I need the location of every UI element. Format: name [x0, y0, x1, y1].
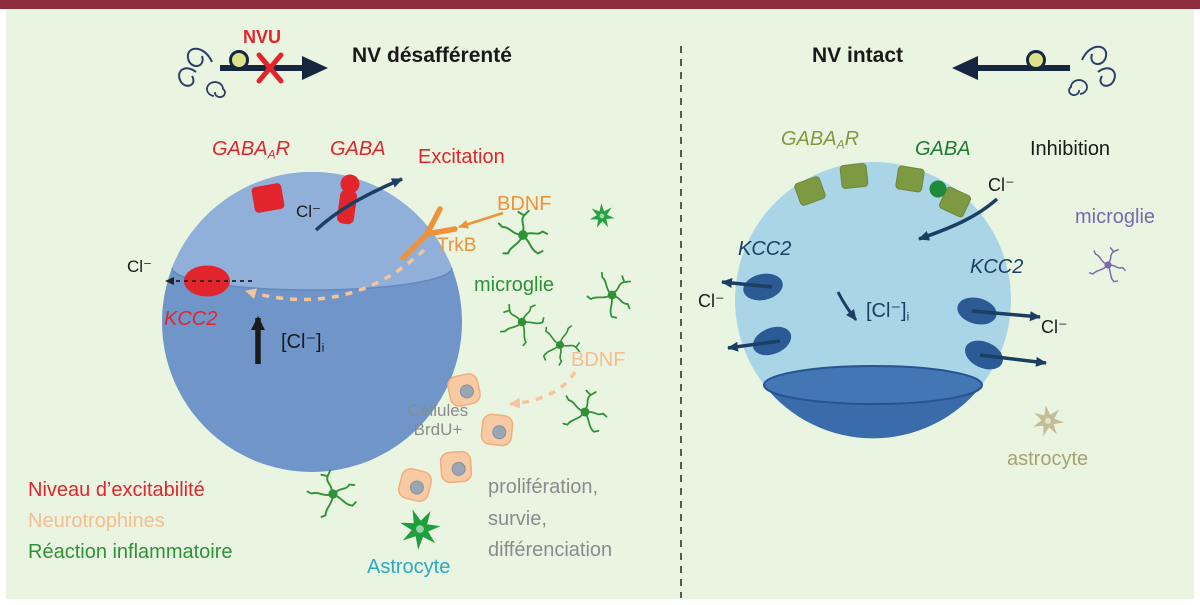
- chloride-label-receptor-right: Cl⁻: [988, 175, 1015, 195]
- trkb-label: TrkB: [437, 235, 477, 256]
- chloride-export-arrows: [721, 278, 1047, 367]
- brdu-label-line1: Cellules: [407, 401, 469, 420]
- chloride-label-right-export: Cl⁻: [1041, 317, 1068, 337]
- brdu-cell: [439, 450, 473, 484]
- right-panel-title: NV intact: [812, 44, 904, 67]
- kcc2-transporter-downregulated: [184, 265, 230, 297]
- chloride-label-out-left: Cl⁻: [127, 257, 153, 276]
- vestibular-nerve-icon-cut: [178, 47, 328, 98]
- left-panel-title: NV désafférenté: [352, 44, 512, 67]
- nerve-arrowhead-icon: [952, 56, 978, 80]
- chloride-influx-arrow: [918, 197, 999, 241]
- nerve-squiggle: [1081, 45, 1116, 87]
- vestibular-nerve-icon-intact: [952, 45, 1116, 96]
- kcc2-label-right-panel-left: KCC2: [738, 238, 792, 260]
- bdnf-label-bottom: BDNF: [571, 349, 626, 371]
- activated-microglia-cell: [588, 201, 617, 231]
- chloride-sub-i: i: [906, 309, 910, 324]
- neuron-deafferented: [162, 171, 462, 472]
- brdu-cell: [479, 412, 515, 448]
- astrocyte-label-left: Astrocyte: [367, 556, 451, 578]
- chloride-label-receptor-left: Cl⁻: [296, 202, 322, 221]
- gabaa-label-main: GABA: [212, 138, 268, 160]
- differentiation-label: différenciation: [488, 539, 613, 561]
- chloride-export-arrow: [727, 339, 781, 352]
- gaba-label-left: GABA: [330, 138, 386, 160]
- gabaa-label-sub: A: [267, 147, 276, 162]
- nvu-label: NVU: [243, 27, 282, 47]
- gabaa-receptor-label-left: GABAAR: [212, 138, 290, 162]
- gabaa-receptor-red: [251, 183, 285, 213]
- microglia-cell: [302, 463, 362, 520]
- intracellular-chloride-label-left: [Cl⁻]i: [281, 331, 324, 355]
- cochlea-spiral-icon: [1068, 79, 1088, 96]
- microglia-cell: [491, 291, 549, 350]
- chloride-bracket: [Cl⁻]: [281, 331, 322, 353]
- bdnf-label-top: BDNF: [497, 193, 552, 215]
- intracellular-chloride-label-right: [Cl⁻]i: [866, 300, 909, 324]
- microglia-cell: [1085, 241, 1132, 285]
- gabaa-label-suffix: R: [275, 138, 291, 160]
- gabaa-receptor-green-group: [794, 163, 971, 218]
- survival-label: survie,: [488, 508, 547, 530]
- inhibition-label: Inhibition: [1030, 138, 1111, 160]
- chloride-export-arrow: [721, 278, 773, 289]
- nerve-squiggle: [178, 47, 213, 87]
- legend-excitability: Niveau d’excitabilité: [28, 479, 205, 501]
- gabaa-receptor-green: [895, 165, 925, 193]
- nerve-arrowhead-icon: [302, 56, 328, 80]
- kcc2-label-left-panel: KCC2: [164, 308, 218, 330]
- legend-neurotrophins: Neurotrophines: [28, 510, 165, 532]
- decreased-chloride-arrow: [836, 291, 858, 321]
- gaba-label-right: GABA: [915, 138, 971, 160]
- gabaa-receptor-label-right: GABAAR: [781, 128, 859, 152]
- chloride-sub-i: i: [321, 340, 325, 355]
- gabaa-receptor-green: [794, 176, 826, 206]
- brdu-label-line2: BrdU+: [413, 419, 463, 439]
- microglia-cell: [497, 209, 549, 255]
- microglia-cell: [583, 263, 644, 323]
- bdnf-to-brdu-arrow: [509, 371, 577, 409]
- microglia-cell: [558, 384, 613, 435]
- gabaa-label-main: GABA: [781, 128, 837, 150]
- gaba-molecule: [929, 180, 947, 198]
- nerve-cut-x-icon: [256, 52, 284, 84]
- legend-inflammation: Réaction inflammatoire: [28, 541, 233, 563]
- excitation-label: Excitation: [418, 146, 505, 168]
- chloride-efflux-excitation-arrow: [314, 177, 403, 232]
- chloride-export-arrow: [979, 353, 1047, 367]
- microglie-label-left: microglie: [474, 274, 555, 296]
- astrocyte-cell: [1032, 404, 1066, 438]
- top-accent-bar: [0, 0, 1200, 9]
- nerve-soma-icon: [1026, 50, 1046, 70]
- gabaa-receptor-green: [939, 186, 971, 218]
- gaba-molecule: [340, 174, 360, 194]
- nerve-soma-icon: [229, 50, 249, 70]
- chloride-bracket: [Cl⁻]: [866, 300, 907, 322]
- chloride-export-arrow: [971, 309, 1041, 322]
- bdnf-to-trkb-arrow: [458, 211, 504, 229]
- astrocyte-cell: [398, 506, 444, 552]
- kcc2-label-right-panel-right: KCC2: [970, 256, 1024, 278]
- cochlea-spiral-icon: [206, 81, 226, 98]
- proliferation-label: prolifération,: [488, 476, 599, 498]
- trkb-receptor: [400, 206, 458, 261]
- gabaa-label-suffix: R: [844, 128, 860, 150]
- brdu-cell: [396, 466, 434, 504]
- trkb-kcc2-signaling-arrow: [245, 248, 426, 302]
- astrocyte-label-right: astrocyte: [1007, 448, 1089, 470]
- gabaa-label-sub: A: [836, 137, 845, 152]
- gabaa-receptor-green: [839, 163, 869, 189]
- microglie-label-right: microglie: [1075, 206, 1156, 228]
- chloride-label-left-export: Cl⁻: [698, 291, 725, 311]
